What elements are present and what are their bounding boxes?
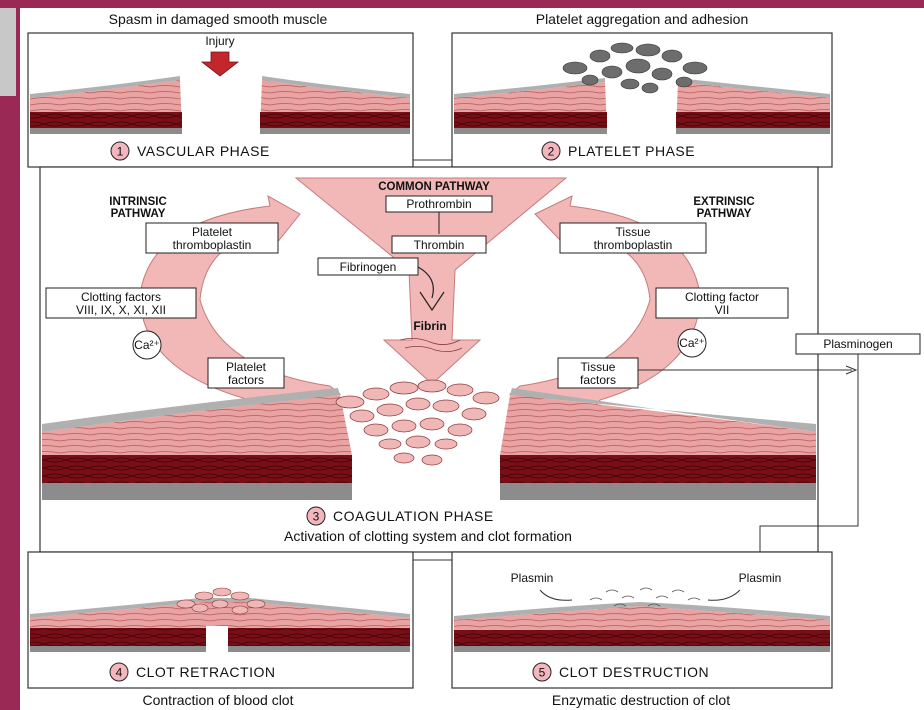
clotting-factors-line2: VIII, IX, X, XI, XII	[76, 303, 166, 317]
phase-5-badge: 5	[533, 663, 551, 681]
phase-2-label: PLATELET PHASE	[568, 143, 695, 159]
phase-2-number: 2	[548, 145, 555, 159]
prothrombin-label: Prothrombin	[406, 197, 471, 211]
tissue-thromboplastin-line2: thromboplastin	[594, 238, 673, 252]
phase-4-badge: 4	[110, 663, 128, 681]
common-pathway-title: COMMON PATHWAY	[378, 181, 490, 193]
destruction-caption: Enzymatic destruction of clot	[552, 692, 730, 708]
extrinsic-title-line1: EXTRINSIC	[693, 196, 754, 208]
platelet-factors-line2: factors	[228, 373, 264, 387]
clotting-factor-vii-line2: VII	[715, 303, 730, 317]
plasminogen-label: Plasminogen	[823, 337, 892, 351]
phase-5-label: CLOT DESTRUCTION	[559, 664, 709, 680]
vascular-top-caption: Spasm in damaged smooth muscle	[109, 11, 328, 27]
intrinsic-title-line1: INTRINSIC	[109, 196, 167, 208]
calcium-left-label: Ca²⁺	[134, 338, 160, 352]
clotting-factors-line1: Clotting factors	[81, 290, 161, 304]
intrinsic-title-line2: PATHWAY	[111, 208, 166, 220]
calcium-right-label: Ca²⁺	[679, 336, 705, 350]
fibrin-label: Fibrin	[413, 319, 446, 333]
phase-1-number: 1	[117, 145, 124, 159]
phase-4-label: CLOT RETRACTION	[136, 664, 275, 680]
thrombin-label: Thrombin	[414, 238, 465, 252]
phase-5-number: 5	[539, 666, 546, 680]
tissue-factors-line2: factors	[580, 373, 616, 387]
injury-label: Injury	[205, 34, 234, 48]
tissue-thromboplastin-line1: Tissue	[616, 225, 651, 239]
phase-2-badge: 2	[542, 142, 560, 160]
phase-1-label: VASCULAR PHASE	[137, 143, 270, 159]
extrinsic-title-line2: PATHWAY	[697, 208, 752, 220]
phase-3-label: COAGULATION PHASE	[333, 508, 494, 524]
platelet-factors-line1: Platelet	[226, 360, 267, 374]
plasmin-right-label: Plasmin	[739, 571, 782, 585]
retraction-caption: Contraction of blood clot	[143, 692, 294, 708]
platelet-top-caption: Platelet aggregation and adhesion	[536, 11, 749, 27]
phase-3-number: 3	[313, 510, 320, 524]
fibrinogen-label: Fibrinogen	[340, 260, 397, 274]
platelet-thromboplastin-line2: thromboplastin	[173, 238, 252, 252]
tissue-factors-line1: Tissue	[581, 360, 616, 374]
plasmin-left-label: Plasmin	[511, 571, 554, 585]
platelet-thromboplastin-line1: Platelet	[192, 225, 233, 239]
coagulation-subcaption: Activation of clotting system and clot f…	[284, 528, 572, 544]
phase-4-number: 4	[116, 666, 123, 680]
clotting-factor-vii-line1: Clotting factor	[685, 290, 759, 304]
phase-1-badge: 1	[111, 142, 129, 160]
phase-3-badge: 3	[307, 507, 325, 525]
